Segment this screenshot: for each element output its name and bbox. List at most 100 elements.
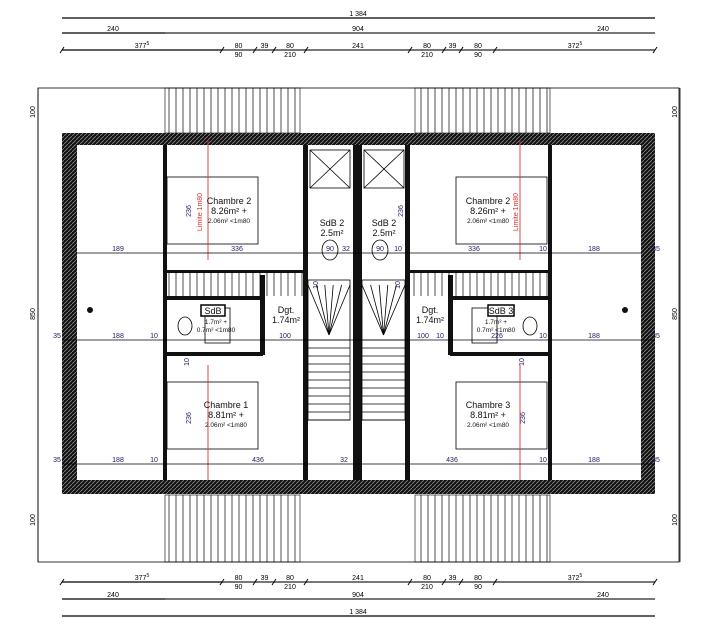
dim: 100 [417,333,429,340]
room-area: 8.81m² + [470,410,506,420]
dim: 850 [672,308,679,320]
room-name: Chambre 3 [466,400,511,410]
stair-step [316,284,330,336]
light-point-icon [87,307,93,313]
room-area: 8.26m² + [470,206,506,216]
dim: 240 [107,592,119,599]
dim-label: 80 [423,43,431,50]
dim: 188 [112,457,124,464]
room-sdb-left: SdB 1.7m² + 0.7m² <1m80 [197,304,236,334]
dim-label: 90 [474,52,482,59]
limit-label: Limite 1m80 [197,193,204,231]
dim-label: 241 [352,43,364,50]
room-area: 1.74m² [272,315,300,325]
stair-step [307,284,330,336]
dim: 32 [340,457,348,464]
dim-tick [59,46,65,54]
dim: 904 [352,26,364,33]
room-low-area: 2.06m² <1m80 [467,422,509,429]
dim-tick [492,46,498,54]
sink-icon [471,307,498,344]
dim: 32 [342,246,350,253]
dim-tick [59,578,65,586]
dim: 236 [186,412,193,424]
dim: 90 [326,246,334,253]
room-area: 2.5m² [320,228,343,238]
dim: 226 [491,333,503,340]
dim: 10 [436,333,444,340]
stair-step [328,284,351,336]
dim-label: 90 [235,52,243,59]
dim-tick [407,578,413,586]
roof-windows [164,87,551,563]
toilet-icon [177,316,193,336]
room-area: 8.26m² + [211,206,247,216]
side-dimensions: 100 850 100 100 850 100 [30,88,681,562]
dim: 10 [150,333,158,340]
dim: 10 [539,457,547,464]
light-point-icon [622,307,628,313]
furniture [87,149,628,450]
room-name: Chambre 2 [207,196,252,206]
dim: 100 [30,514,37,526]
room-area: 1.7m² + [205,319,227,326]
dim-label: 3775 [135,573,150,582]
dim: 904 [352,592,364,599]
dim: 35 [53,333,61,340]
dim: 240 [107,26,119,33]
room-name: SdB 2 [372,218,397,228]
room-low-area: 2.06m² <1m80 [208,218,250,225]
dim: 850 [30,308,37,320]
dim: 188 [588,246,600,253]
bed-icon [455,381,548,450]
dim: 240 [597,592,609,599]
party-wall [353,145,362,480]
dim-label: 80 [286,575,294,582]
room-name: SdB [204,306,221,316]
limit-label: Limite 1m80 [513,193,520,231]
room-name: Dgt. [278,305,295,315]
dim-label: 210 [421,52,433,59]
dim: 10 [539,246,547,253]
stair-step [383,284,406,336]
room-sdb3-right: SdB 3 1.7m² + 0.7m² <1m80 [477,304,516,334]
room-area: 1.74m² [416,315,444,325]
dim: 10 [313,281,320,289]
toilet-icon [522,316,538,336]
dim-label: 210 [284,584,296,591]
dim-label: 90 [235,584,243,591]
dim-label: 80 [235,43,243,50]
dim-label: 210 [421,584,433,591]
room-name: Chambre 2 [466,196,511,206]
shower-icon [363,149,405,189]
dim-label: 210 [284,52,296,59]
dim-tick [492,578,498,586]
dim-label: 80 [423,575,431,582]
dim-tick [219,46,225,54]
room-chambre2-left: Chambre 2 8.26m² + 2.06m² <1m80 [207,196,252,225]
dim: 240 [597,26,609,33]
dim-tick [271,46,277,54]
room-low-area: 2.06m² <1m80 [467,218,509,225]
dim: 236 [398,205,405,217]
limit-1m80-lines: Limite 1m80 Limite 1m80 [197,140,521,480]
dim-label: 39 [261,575,269,582]
dim: 35 [53,457,61,464]
staircases [307,279,406,421]
dim-tick [219,578,225,586]
dim: 100 [30,106,37,118]
dim: 100 [672,106,679,118]
room-chambre3: Chambre 3 8.81m² + 2.06m² <1m80 [466,400,511,429]
dim-label: 3775 [135,41,150,50]
room-sdb2-left: SdB 2 2.5m² [320,218,345,238]
dim: 90 [376,246,384,253]
bed-icon [455,176,548,245]
bed-icon [166,381,259,450]
dim: 10 [395,281,402,289]
dim-label: 39 [449,43,457,50]
dim-total: 1 384 [349,11,367,18]
room-chambre1: Chambre 1 8.81m² + 2.06m² <1m80 [204,400,249,429]
